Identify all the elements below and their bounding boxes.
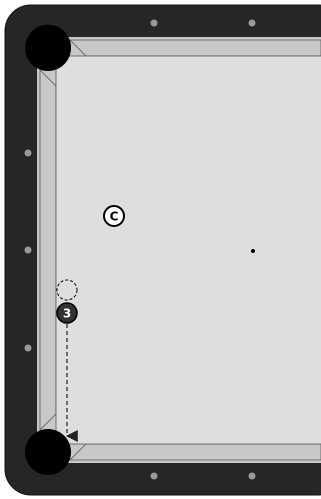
diamond-left-3 xyxy=(25,345,32,352)
object-ball-label: 3 xyxy=(63,307,71,321)
cue-ball-label: C xyxy=(110,210,119,224)
diamond-left-2 xyxy=(25,247,32,254)
object-ball-3: 3 xyxy=(57,303,77,323)
diamond-top-2 xyxy=(249,20,256,27)
cushion-top xyxy=(70,40,321,56)
table-cloth xyxy=(56,56,321,444)
diamond-bottom-2 xyxy=(249,473,256,480)
cue-ball: C xyxy=(104,206,124,226)
cushion-left-bevel xyxy=(40,70,56,430)
diamond-left-1 xyxy=(25,150,32,157)
table-spot xyxy=(251,249,255,253)
diamond-bottom-1 xyxy=(151,473,158,480)
cushion-bottom xyxy=(70,444,321,460)
diamond-top-1 xyxy=(151,20,158,27)
pocket-bottom-left xyxy=(25,429,71,475)
pocket-top-left xyxy=(25,25,71,71)
